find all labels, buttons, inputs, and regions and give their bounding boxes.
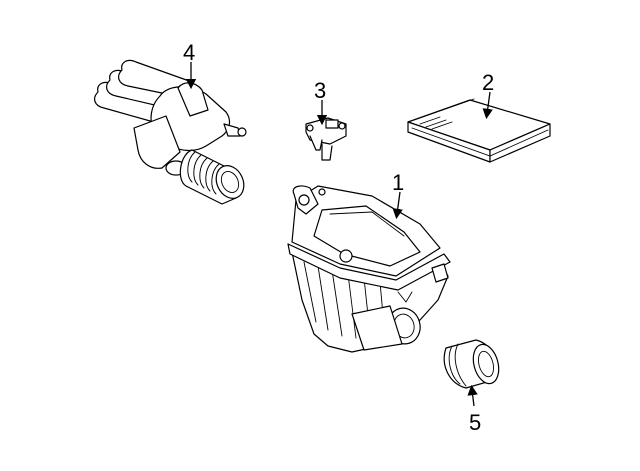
leader-line-5 <box>467 384 478 407</box>
callout-3: 3 <box>314 78 326 103</box>
part-5-outlet-duct[interactable] <box>443 339 503 389</box>
callout-5: 5 <box>469 410 481 435</box>
part-2-air-filter[interactable] <box>407 98 551 163</box>
callout-4: 4 <box>183 40 195 65</box>
part-3-maf-sensor[interactable] <box>305 117 347 161</box>
callout-2: 2 <box>482 70 494 95</box>
part-1-air-cleaner-assembly[interactable] <box>287 185 451 353</box>
leader-line-1 <box>392 191 403 220</box>
leader-line-2 <box>482 91 493 120</box>
callout-1: 1 <box>392 170 404 195</box>
part-4-intake-tube[interactable] <box>94 59 249 205</box>
